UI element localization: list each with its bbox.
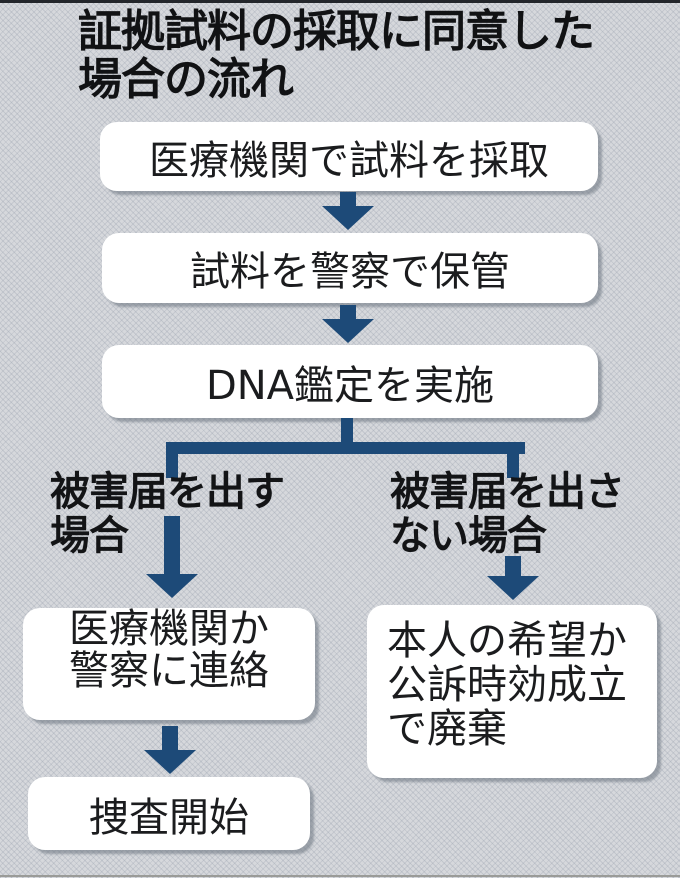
down-arrow-icon [322,305,374,343]
flow-box-disposal-line2: 公訴時効成立 [387,662,627,708]
arrow-head [322,319,374,343]
branch-label-file-report: 被害届を出す 場合 [50,469,285,559]
bottom-border-rule [0,875,680,877]
arrow-stem [340,305,356,319]
down-arrow-icon [322,192,374,230]
top-border-rule [0,0,680,3]
flow-box-dna-test-label: DNA鑑定を実施 [205,362,495,409]
arrow-head [146,574,198,598]
flow-box-police-storage-label: 試料を警察で保管 [190,249,510,295]
branch-label-no-report-line1: 被害届を出さ [390,469,625,515]
flow-box-disposal: 本人の希望か 公訴時効成立 で廃棄 [367,605,657,778]
arrow-stem [162,726,178,750]
diagram-title: 証拠試料の採取に同意した 場合の流れ [78,8,638,104]
flow-box-contact-line2: 警察に連絡 [69,648,269,694]
arrow-stem [164,516,180,574]
flow-box-disposal-line3: で廃棄 [387,706,507,752]
branch-label-file-report-line1: 被害届を出す [50,469,285,515]
flow-box-investigation-start: 捜査開始 [28,777,310,850]
flow-box-dna-test: DNA鑑定を実施 [102,345,598,418]
arrow-stem [340,192,356,206]
arrow-stem [505,556,521,576]
flow-box-disposal-line1: 本人の希望か [387,618,627,664]
flow-box-collect-sample-label: 医療機関で試料を採取 [149,137,549,184]
down-arrow-icon [144,726,196,774]
branch-label-no-report: 被害届を出さ ない場合 [390,469,625,559]
branch-connector-right-drop [507,442,519,478]
diagram-title-line1: 証拠試料の採取に同意した [78,6,595,57]
flow-box-investigation-start-label: 捜査開始 [89,794,249,841]
flow-box-contact-hospital-police: 医療機関か 警察に連絡 [23,608,315,720]
arrow-head [144,750,196,774]
arrow-head [487,576,539,600]
branch-label-file-report-line2: 場合 [50,513,129,559]
arrow-head [322,206,374,230]
diagram-title-line2: 場合の流れ [78,54,294,105]
flow-box-police-storage: 試料を警察で保管 [102,233,598,303]
branch-connector-horizontal [166,442,525,454]
branch-label-no-report-line2: ない場合 [390,513,547,559]
down-arrow-icon [146,516,198,598]
down-arrow-icon [487,556,539,600]
flow-box-contact-line1: 医療機関か [69,606,269,652]
branch-connector-left-drop [166,442,178,478]
flow-box-collect-sample: 医療機関で試料を採取 [100,122,598,191]
